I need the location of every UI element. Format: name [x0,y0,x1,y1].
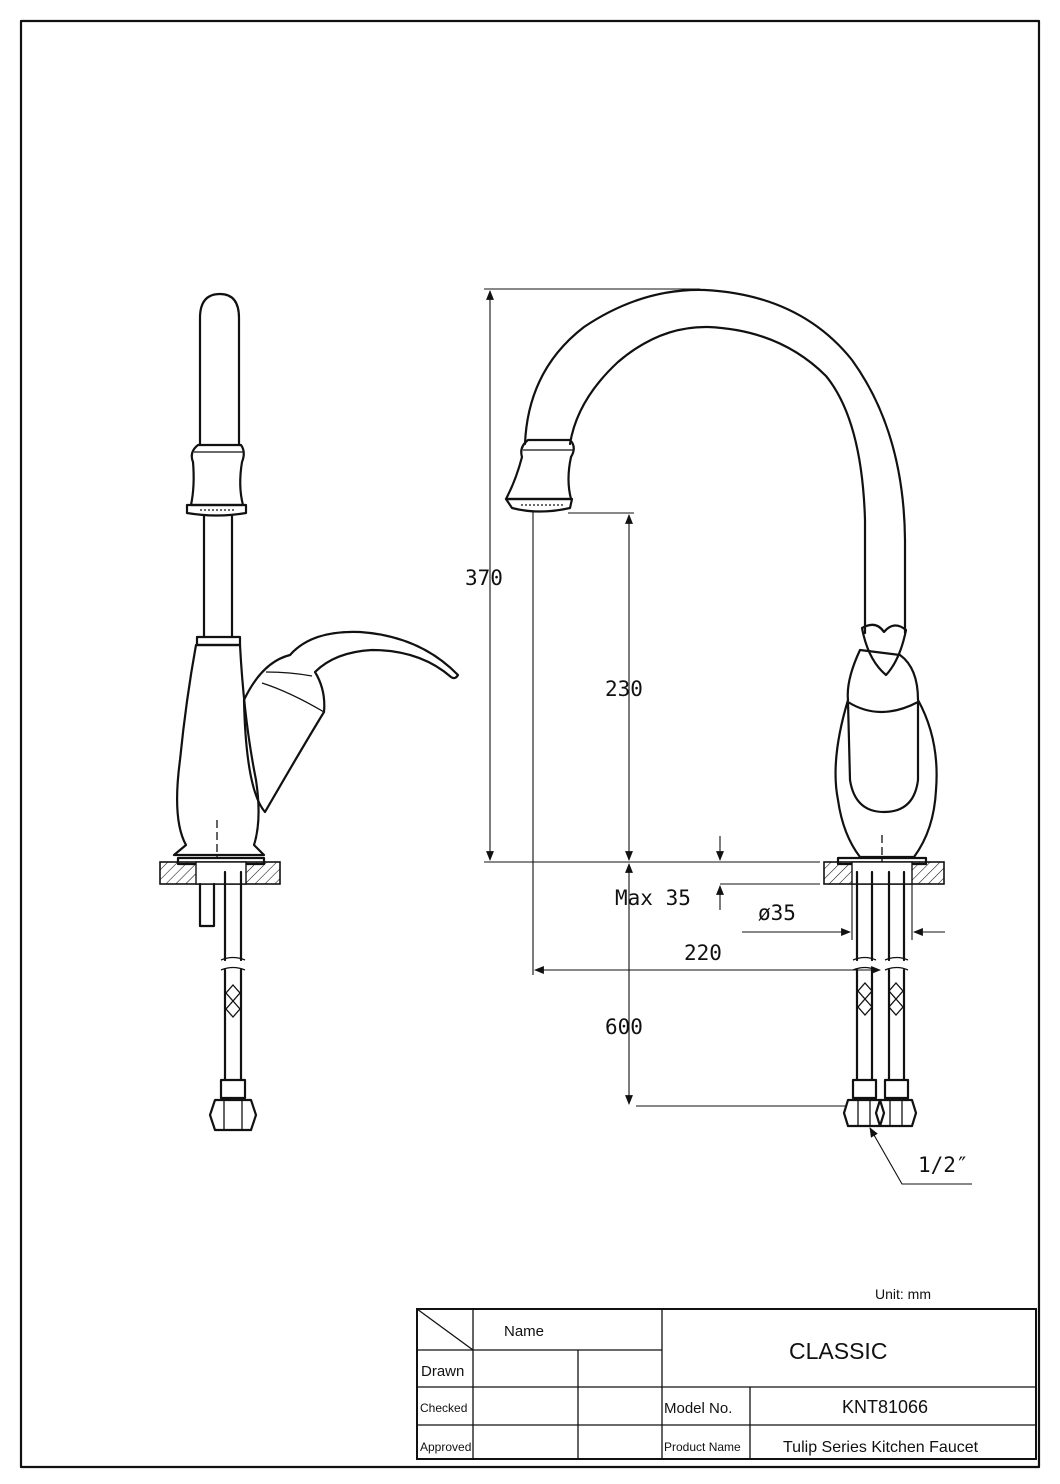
model-value: KNT81066 [842,1397,928,1417]
front-spray-head [504,438,575,501]
sheet-border [19,19,1041,1469]
dim-connector-leader [869,1127,972,1185]
front-lever-handle [846,700,920,814]
title-block-diagonal [416,1308,474,1351]
unit-label: Unit: mm [875,1286,931,1302]
dim-370-label: 370 [465,566,503,590]
drawn-label: Drawn [421,1363,464,1380]
model-label: Model No. [664,1400,732,1417]
dim-diameter-label: ø35 [758,901,796,925]
name-header: Name [504,1323,544,1340]
side-view [159,292,460,1132]
front-supply-hoses [855,870,906,1082]
front-gooseneck-spout [523,288,907,635]
dim-220-label: 220 [684,941,722,965]
side-lower-rod [202,514,234,639]
front-view [504,288,945,1128]
dim-600-label: 600 [605,1015,643,1039]
dimension-lines: 370 230 Max 35 ø35 220 600 1/2″ [465,288,972,1185]
product-label: Product Name [664,1440,741,1454]
front-faucet-body [834,648,938,859]
side-lever-handle [242,630,460,814]
side-spray-head [189,443,245,507]
side-spout-rod [198,292,241,447]
brand-title: CLASSIC [789,1338,887,1364]
checked-label: Checked [420,1401,467,1415]
front-hex-nuts [842,1098,918,1128]
side-supply-hose [223,870,243,1082]
side-hex-nut [208,1098,258,1132]
dim-connector-label: 1/2″ [918,1153,969,1177]
title-block: Unit: mm Name Drawn Checked Approved CLA… [416,1286,1037,1460]
product-value: Tulip Series Kitchen Faucet [783,1439,979,1456]
front-tulip-collar [860,623,908,677]
dim-max35-label: Max 35 [615,886,691,910]
approved-label: Approved [420,1440,471,1454]
dim-230-label: 230 [605,677,643,701]
side-faucet-body [172,643,266,857]
